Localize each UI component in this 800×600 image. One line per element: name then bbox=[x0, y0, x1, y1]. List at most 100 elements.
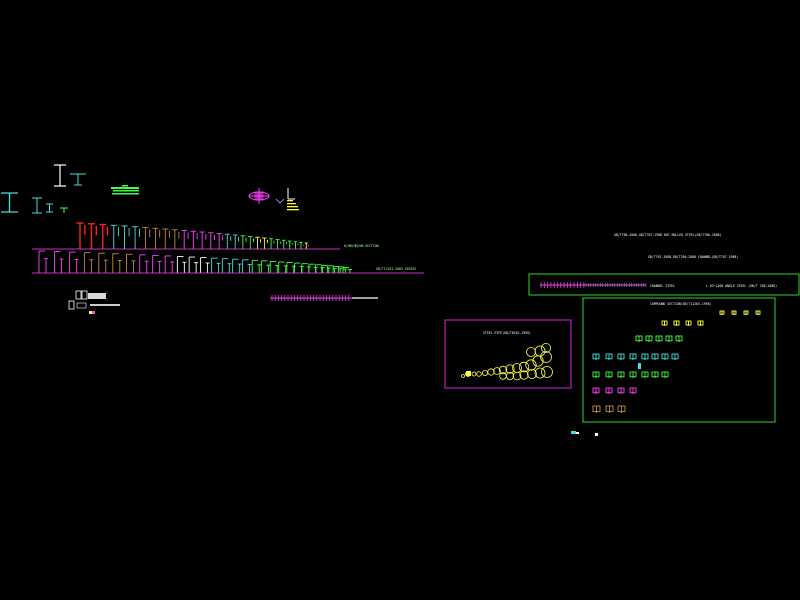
top-left-symbols bbox=[1, 164, 299, 214]
h-section-mark bbox=[208, 232, 215, 249]
h-section-mark bbox=[262, 237, 268, 249]
h-section-mark bbox=[269, 238, 275, 249]
channel-mark bbox=[332, 265, 343, 273]
h-section-mark bbox=[76, 222, 86, 249]
channel-mark bbox=[260, 260, 271, 273]
compound-mark bbox=[629, 353, 637, 360]
channel-mark bbox=[69, 251, 79, 273]
compound-mark bbox=[617, 353, 625, 360]
h-section-mark bbox=[190, 230, 198, 249]
compound-mark bbox=[755, 310, 761, 315]
row1-note: H/HN/HM/HW-SECTION bbox=[344, 244, 379, 248]
compound-mark bbox=[592, 387, 600, 394]
channel-mark bbox=[321, 264, 331, 273]
channel-mark bbox=[211, 257, 221, 273]
angle-band-ticks bbox=[540, 282, 647, 288]
h-section-mark bbox=[142, 227, 151, 249]
compound-mark bbox=[605, 371, 613, 378]
pipe-circle bbox=[512, 363, 522, 373]
channel-mark bbox=[125, 253, 136, 273]
channel-mark bbox=[242, 259, 252, 273]
legend-block-left bbox=[68, 290, 120, 314]
channel-mark bbox=[286, 262, 296, 273]
channel-mark bbox=[98, 252, 108, 273]
bottom-marks bbox=[571, 431, 598, 436]
band-label-1: CHANNEL STEEL bbox=[650, 284, 675, 288]
channel-mark bbox=[337, 266, 348, 273]
compound-mark bbox=[592, 405, 601, 413]
pipe-circle bbox=[476, 371, 482, 377]
h-section-mark bbox=[304, 242, 309, 249]
small-t-icon bbox=[70, 173, 86, 186]
h-section-mark bbox=[275, 239, 281, 249]
green-t-icon bbox=[60, 207, 68, 213]
section-box-title: COMPOUND SECTION(GB/T11263-1998) bbox=[650, 302, 711, 306]
channel-mark bbox=[308, 263, 318, 273]
pipe-circle bbox=[493, 367, 501, 375]
h-section-mark bbox=[199, 231, 207, 249]
row-h-sections-bottom bbox=[38, 250, 353, 273]
h-section-mark bbox=[131, 226, 140, 249]
channel-mark bbox=[164, 255, 175, 273]
pipe-circle bbox=[471, 371, 477, 377]
pipe-fill bbox=[466, 371, 471, 376]
pipe-box-frame bbox=[444, 319, 572, 389]
pipe-circle bbox=[540, 351, 552, 363]
pipe-circle bbox=[487, 368, 495, 376]
section-box-frame bbox=[582, 297, 776, 423]
compound-mark bbox=[671, 353, 679, 360]
tick-band-left bbox=[270, 295, 378, 301]
pipe-circle bbox=[526, 347, 536, 357]
compound-mark bbox=[665, 335, 673, 342]
compound-mark bbox=[605, 387, 613, 394]
compound-mark bbox=[685, 320, 692, 326]
compound-mark bbox=[655, 335, 663, 342]
channel-mark bbox=[188, 256, 199, 273]
h-section-mark bbox=[110, 224, 119, 249]
pipe-circle bbox=[481, 369, 488, 376]
l-angle-icon bbox=[287, 188, 295, 200]
h-section-mark bbox=[255, 236, 261, 249]
channel-mark bbox=[232, 258, 242, 273]
channel-mark bbox=[251, 259, 262, 273]
channel-mark bbox=[315, 264, 325, 273]
small-i-beam-icon bbox=[32, 197, 53, 214]
i-beam-icon bbox=[1, 192, 18, 213]
right-title-2: GB/T707-1988,GB/T706-2008 CHANNEL(GB/T70… bbox=[648, 255, 738, 259]
pipe-circle bbox=[498, 365, 508, 375]
compound-mark bbox=[697, 320, 704, 326]
channel-mark bbox=[139, 254, 149, 273]
channel-mark bbox=[83, 252, 94, 273]
compound-mark bbox=[675, 335, 683, 342]
row2-note: GB/T11263-2005 SERIES bbox=[376, 267, 416, 271]
compound-mark bbox=[617, 387, 625, 394]
pipe-circle bbox=[519, 370, 529, 380]
compound-mark bbox=[605, 405, 614, 413]
row-h-sections-top bbox=[76, 222, 309, 249]
channel-mark bbox=[152, 254, 162, 273]
compound-mark bbox=[617, 371, 625, 378]
compound-mark bbox=[592, 371, 600, 378]
h-section-mark bbox=[224, 233, 232, 249]
band-label-2: L 63~L200 ANGLE STEEL (GB/T 706-2008) bbox=[706, 284, 777, 288]
h-section-mark bbox=[232, 234, 239, 249]
compound-mark bbox=[661, 371, 669, 378]
flange-icon bbox=[248, 188, 270, 204]
channel-mark bbox=[112, 253, 122, 273]
h-section-mark bbox=[152, 227, 161, 249]
channel-mark bbox=[327, 265, 337, 273]
compound-sections bbox=[592, 310, 761, 413]
compound-mark bbox=[641, 353, 649, 360]
small-arrow-icon bbox=[275, 198, 285, 204]
compound-mark bbox=[635, 335, 643, 342]
channel-mark bbox=[200, 257, 210, 273]
channel-mark bbox=[221, 258, 232, 273]
h-section-mark bbox=[88, 223, 98, 249]
channel-mark bbox=[54, 251, 64, 273]
channel-mark bbox=[269, 261, 280, 273]
compound-mark bbox=[673, 320, 680, 326]
h-section-mark bbox=[281, 239, 287, 249]
compound-mark bbox=[592, 353, 600, 360]
compound-mark bbox=[661, 320, 668, 326]
pipe-box-title: STEEL PIPE(GB/T8162-1999) bbox=[483, 331, 531, 335]
